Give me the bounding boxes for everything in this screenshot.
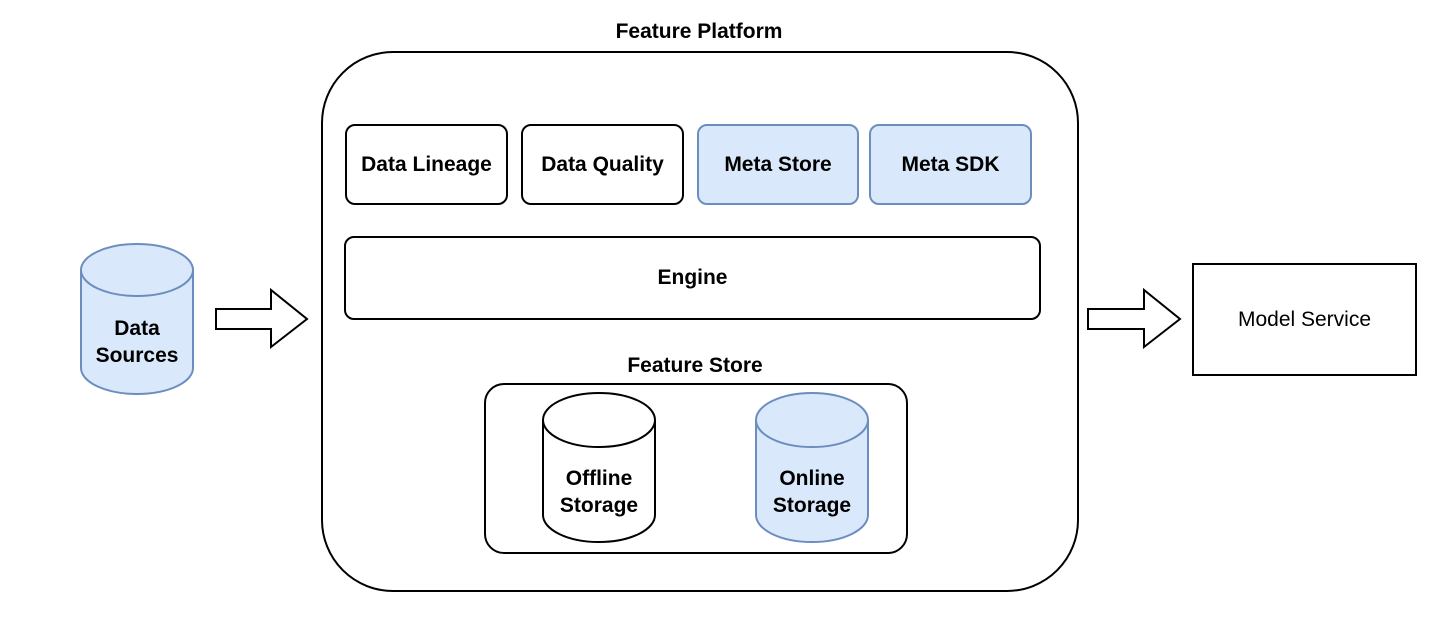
data-quality-box[interactable]: Data Quality (521, 124, 684, 205)
engine-label: Engine (657, 266, 728, 289)
online-storage-cylinder[interactable] (755, 392, 869, 543)
feature-store-container (484, 383, 908, 554)
offline-storage-label: Offline Storage (543, 465, 655, 519)
data-lineage-box[interactable]: Data Lineage (345, 124, 508, 205)
data-sources-cylinder[interactable] (80, 243, 194, 395)
data-sources-line1: Data (114, 317, 160, 340)
arrow-to-model-service (1087, 287, 1182, 350)
model-service-box[interactable]: Model Service (1192, 263, 1417, 376)
arrow-to-platform (215, 287, 309, 350)
offline-storage-line2: Storage (559, 494, 639, 517)
meta-sdk-box[interactable]: Meta SDK (869, 124, 1032, 205)
online-storage-line1: Online (779, 467, 845, 490)
data-quality-label: Data Quality (541, 152, 664, 176)
data-lineage-label: Data Lineage (361, 152, 492, 176)
data-sources-line2: Sources (95, 344, 179, 367)
feature-platform-container (321, 51, 1079, 592)
online-storage-line2: Storage (772, 494, 852, 517)
offline-storage-line1: Offline (565, 467, 633, 490)
meta-store-box[interactable]: Meta Store (697, 124, 859, 205)
offline-storage-cylinder[interactable] (542, 392, 656, 543)
feature-platform-title: Feature Platform (615, 20, 783, 43)
engine-box[interactable]: Engine (344, 236, 1041, 320)
data-sources-label: Data Sources (81, 315, 193, 369)
meta-sdk-label: Meta SDK (901, 152, 1000, 176)
feature-store-title: Feature Store (627, 354, 763, 377)
meta-store-label: Meta Store (724, 152, 832, 176)
model-service-label: Model Service (1237, 307, 1372, 331)
online-storage-label: Online Storage (756, 465, 868, 519)
